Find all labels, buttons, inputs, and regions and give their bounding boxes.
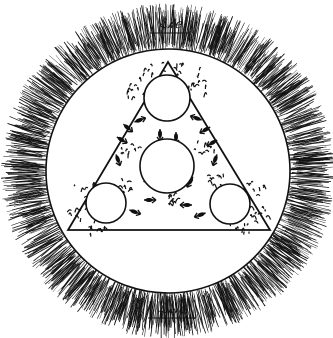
foliage-stroke [90, 233, 91, 236]
foliage-stroke [265, 210, 266, 212]
center-circle [140, 139, 194, 193]
right-circle [210, 184, 250, 224]
bottom-inscription: ℒ𝓂ℯ [158, 302, 187, 317]
foliage-stroke [244, 232, 245, 235]
foliage-stroke [210, 147, 211, 148]
top-inscription: ℒ𝓀ℯ [158, 17, 183, 32]
foliage-stroke [80, 219, 81, 222]
foliage-stroke [198, 73, 199, 75]
foliage-stroke [121, 148, 122, 150]
foliage-stroke [205, 85, 206, 89]
left-circle [86, 183, 126, 223]
top-circle [144, 75, 190, 121]
foliage-stroke [191, 89, 192, 91]
